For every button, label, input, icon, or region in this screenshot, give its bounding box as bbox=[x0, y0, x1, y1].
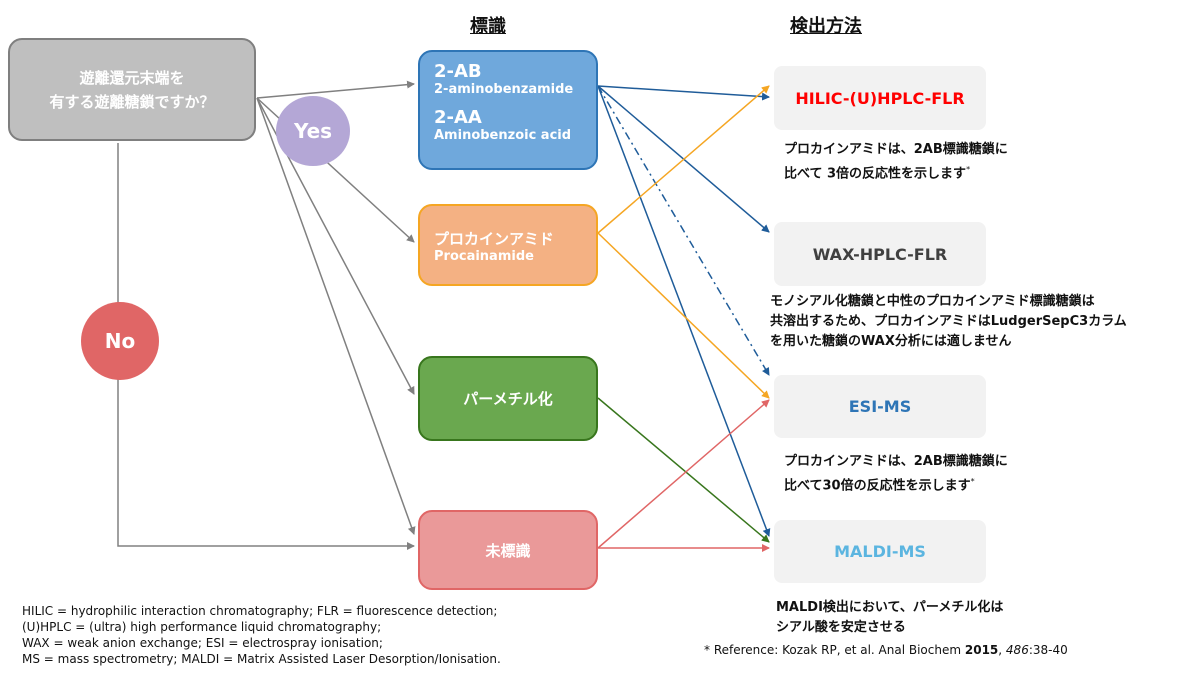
arrow-2ab-to-hilic bbox=[597, 85, 770, 101]
question-line-2: 有する遊離糖鎖ですか？ bbox=[49, 92, 215, 111]
method-esi: ESI-MS bbox=[774, 375, 986, 438]
label-box-unlabeled: 未標識 bbox=[418, 510, 598, 590]
label-procainamide-en: Procainamide bbox=[434, 249, 534, 264]
note-maldi-line-1: MALDI検出において、パーメチル化は bbox=[776, 600, 1004, 615]
note-wax-line-1: モノシアル化糖鎖と中性のプロカインアミド標識糖鎖は bbox=[770, 294, 1095, 309]
labels-heading: 標識 bbox=[470, 16, 506, 37]
note-hilic-line-1: プロカインアミドは、2AB標識糖鎖に bbox=[784, 142, 1008, 157]
arrow-question-to-2ab bbox=[256, 80, 415, 99]
legend-line-4: MS = mass spectrometry; MALDI = Matrix A… bbox=[22, 652, 501, 666]
note-esi-line-1: プロカインアミドは、2AB標識糖鎖に bbox=[784, 454, 1008, 469]
methods-heading: 検出方法 bbox=[790, 16, 862, 37]
reference-volume: 486 bbox=[1005, 643, 1029, 657]
note-esi: プロカインアミドは、2AB標識糖鎖に 比べて30倍の反応性を示します* bbox=[784, 452, 1008, 496]
legend-line-1: HILIC = hydrophilic interaction chromato… bbox=[22, 604, 498, 618]
note-esi-asterisk: * bbox=[970, 477, 975, 486]
arrow-unlabeled-to-esi bbox=[597, 399, 770, 549]
reference-sep: , bbox=[998, 643, 1006, 657]
label-2ab-long: 2-aminobenzamide bbox=[434, 82, 574, 97]
arrow-permethylation-to-maldi bbox=[597, 397, 770, 543]
method-hilic: HILIC-(U)HPLC-FLR bbox=[774, 66, 986, 130]
abbreviation-legend: HILIC = hydrophilic interaction chromato… bbox=[22, 603, 501, 667]
method-maldi: MALDI-MS bbox=[774, 520, 986, 583]
note-hilic: プロカインアミドは、2AB標識糖鎖に 比べて 3倍の反応性を示します* bbox=[784, 140, 1008, 184]
no-circle: No bbox=[81, 302, 159, 380]
reference-year: 2015 bbox=[964, 643, 999, 657]
legend-line-3: WAX = weak anion exchange; ESI = electro… bbox=[22, 636, 383, 650]
arrow-procainamide-to-hilic bbox=[597, 85, 770, 234]
label-2ab-short: 2-AB bbox=[434, 61, 482, 82]
note-esi-line-2: 比べて30倍の反応性を示します* bbox=[784, 477, 975, 494]
reference: * Reference: Kozak RP, et al. Anal Bioch… bbox=[704, 642, 1068, 658]
note-hilic-asterisk: * bbox=[966, 165, 971, 174]
yes-circle: Yes bbox=[276, 96, 350, 166]
question-box: 遊離還元末端を 有する遊離糖鎖ですか？ bbox=[8, 38, 256, 141]
note-wax-line-2: 共溶出するため、プロカインアミドはLudgerSepC3カラム bbox=[770, 314, 1127, 329]
arrow-no-path bbox=[117, 143, 415, 550]
arrow-procainamide-to-esi bbox=[597, 232, 770, 399]
arrow-2ab-to-esi bbox=[597, 85, 770, 376]
note-wax-line-3: を用いた糖鎖のWAX分析には適しません bbox=[770, 334, 1012, 349]
method-wax: WAX-HPLC-FLR bbox=[774, 222, 986, 286]
question-line-1: 遊離還元末端を bbox=[79, 68, 185, 87]
arrow-2ab-to-maldi bbox=[597, 85, 771, 537]
note-maldi-line-2: シアル酸を安定させる bbox=[776, 620, 906, 635]
label-box-permethylation: パーメチル化 bbox=[418, 356, 598, 441]
label-box-2ab-2aa: 2-AB 2-aminobenzamide 2-AA Aminobenzoic … bbox=[418, 50, 598, 170]
arrow-question-to-unlabeled bbox=[256, 97, 416, 535]
reference-pages: :38-40 bbox=[1028, 643, 1068, 657]
note-maldi: MALDI検出において、パーメチル化は シアル酸を安定させる bbox=[776, 598, 1003, 638]
label-2aa-short: 2-AA bbox=[434, 107, 482, 128]
label-2aa-long: Aminobenzoic acid bbox=[434, 128, 572, 143]
reference-prefix: * Reference: Kozak RP, et al. Anal Bioch… bbox=[704, 643, 965, 657]
note-hilic-line-2: 比べて 3倍の反応性を示します* bbox=[784, 165, 971, 182]
note-wax: モノシアル化糖鎖と中性のプロカインアミド標識糖鎖は 共溶出するため、プロカインア… bbox=[770, 292, 1127, 352]
label-procainamide-jp: プロカインアミド bbox=[434, 230, 554, 248]
legend-line-2: (U)HPLC = (ultra) high performance liqui… bbox=[22, 620, 382, 634]
label-box-procainamide: プロカインアミド Procainamide bbox=[418, 204, 598, 286]
